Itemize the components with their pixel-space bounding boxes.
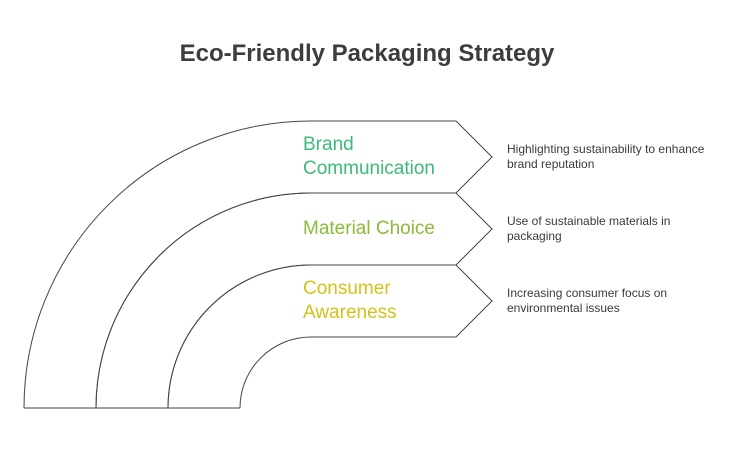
- label-line: Consumer: [303, 278, 391, 299]
- label-line: Awareness: [303, 302, 397, 323]
- label-line: Communication: [303, 158, 435, 179]
- diagram-title: Eco-Friendly Packaging Strategy: [179, 40, 555, 67]
- label-line: Material Choice: [303, 218, 435, 239]
- description-brand-communication: Highlighting sustainability to enhance b…: [507, 142, 705, 171]
- description-material-choice: Use of sustainable materials in packagin…: [507, 214, 671, 243]
- band-consumer-awareness: [167, 264, 493, 409]
- description-consumer-awareness: Increasing consumer focus on environment…: [507, 286, 668, 315]
- label-material-choice: Material Choice: [303, 217, 435, 241]
- label-brand-communication: Brand Communication: [303, 133, 435, 181]
- label-consumer-awareness: Consumer Awareness: [303, 277, 397, 325]
- label-line: Brand: [303, 134, 354, 155]
